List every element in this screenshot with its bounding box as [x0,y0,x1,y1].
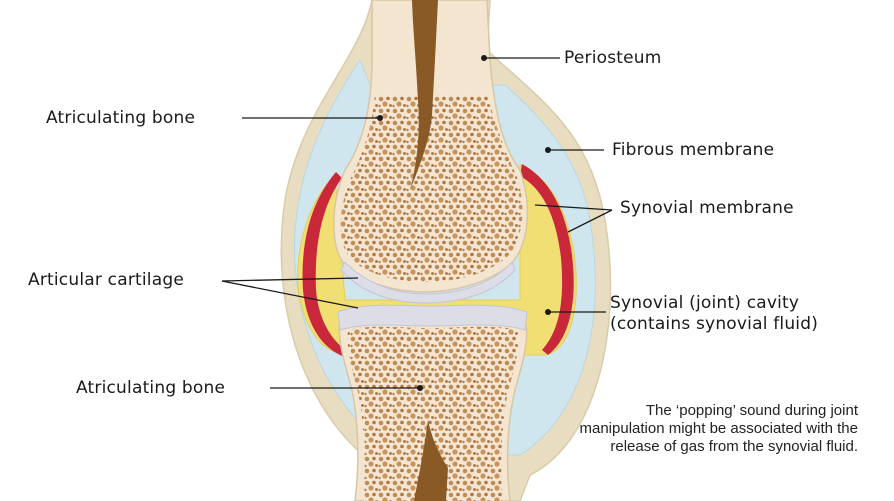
popping-sound-note: The ‘popping’ sound during joint manipul… [558,402,858,456]
label-upper-articulating-bone: Atriculating bone [46,108,195,128]
label-fibrous-membrane: Fibrous membrane [612,140,774,160]
label-synovial-cavity: Synovial (joint) cavity [610,293,799,313]
label-articular-cartilage: Articular cartilage [28,270,184,290]
label-synovial-cavity-sub: (contains synovial fluid) [610,314,818,334]
label-synovial-membrane: Synovial membrane [620,198,794,218]
label-periosteum: Periosteum [564,48,662,68]
label-lower-articulating-bone: Atriculating bone [76,378,225,398]
